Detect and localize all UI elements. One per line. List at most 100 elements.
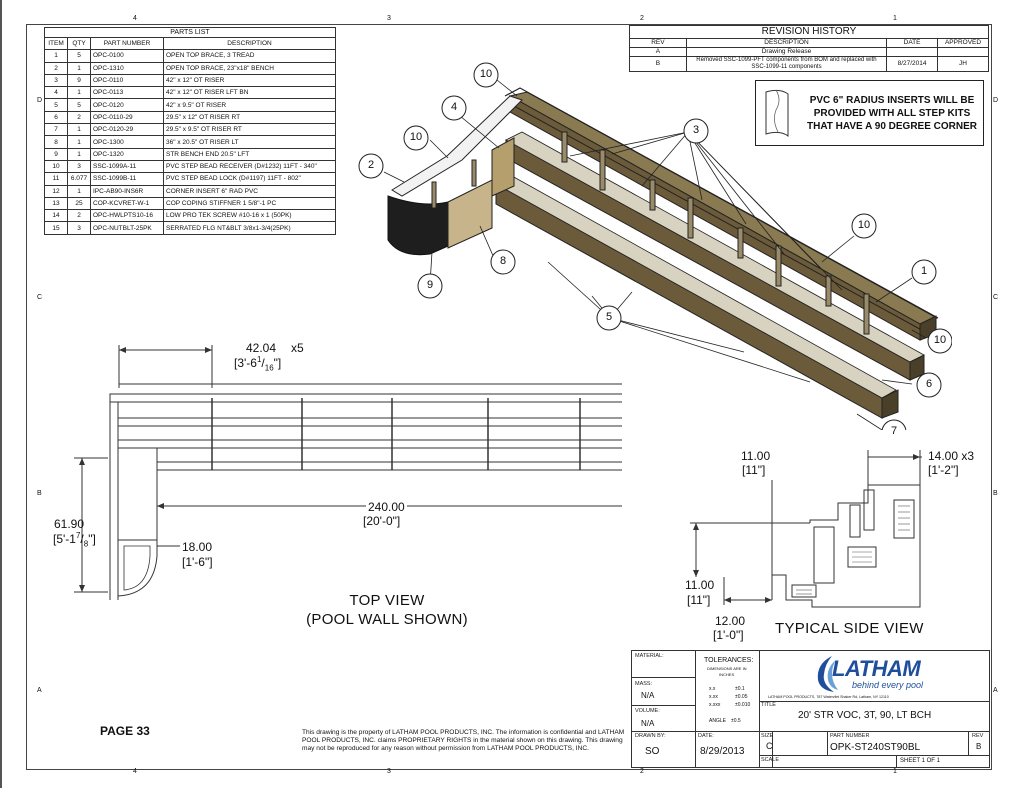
tol-xx-val: ±0.05 (735, 694, 748, 700)
parts-cell-part: OPC-0110-29 (90, 110, 164, 125)
tol-xxx: x.xxx (709, 702, 721, 708)
parts-cell-qty: 25 (67, 196, 91, 211)
zone-top-3: 3 (387, 15, 391, 22)
parts-cell-part: SSC-1099B-11 (90, 172, 164, 186)
dim-bench-imperial: [1'-6"] (182, 555, 213, 569)
date-label: DATE: (698, 733, 714, 739)
parts-list-table: PARTS LIST ITEM QTY PART NUMBER DESCRIPT… (44, 27, 336, 235)
parts-cell-qty: 9 (67, 73, 91, 88)
dim-depth-frac-den: 8 (83, 539, 89, 549)
top-view-subtitle: (POOL WALL SHOWN) (306, 611, 468, 628)
parts-cell-item: 4 (44, 86, 68, 100)
parts-cell-desc: STR BENCH END 20.5" LFT (163, 147, 336, 161)
disclaimer: This drawing is the property of LATHAM P… (302, 729, 625, 752)
dim-bench: 18.00 (182, 540, 213, 554)
tb-line (968, 731, 969, 756)
zone-bottom-1: 1 (893, 768, 897, 775)
parts-cell-item: 5 (44, 98, 68, 112)
parts-cell-qty: 1 (67, 61, 91, 75)
rev-header-rev: REV (629, 38, 687, 48)
title-label: TITLE (761, 702, 776, 708)
parts-cell-part: OPC-0100 (90, 49, 164, 63)
balloon-7: 7 (890, 425, 898, 437)
part-label: PART NUMBER (830, 733, 870, 739)
rev-b-desc: Removed SSC-1099-PFT components from BOM… (685, 56, 888, 72)
zone-left-c: C (37, 294, 43, 301)
balloon-4: 4 (450, 101, 458, 113)
side-dim-b-imperial: [1'-2"] (928, 463, 959, 477)
balloon-9: 9 (426, 279, 434, 291)
parts-cell-desc: OPEN TOP BRACE, 3 TREAD (163, 49, 336, 63)
dim-spacing-close: "] (273, 356, 282, 370)
parts-cell-item: 1 (44, 49, 68, 63)
tb-line (759, 755, 990, 756)
dim-depth-imp-text: [5'-1 (53, 532, 76, 546)
balloon-10-a: 10 (479, 68, 493, 80)
parts-cell-qty: 1 (67, 147, 91, 161)
isometric-assembly (358, 62, 952, 430)
tolerances-sub1: DIMENSIONS ARE IN (707, 666, 747, 671)
top-view-drawing (74, 345, 622, 600)
parts-cell-qty: 1 (67, 135, 91, 149)
parts-cell-qty: 2 (67, 110, 91, 125)
parts-cell-desc: 42" x 12" OT RISER LFT BN (163, 86, 336, 100)
zone-left-b: B (37, 490, 42, 497)
bench-top-coping (391, 95, 523, 197)
tol-angle: ANGLE (709, 718, 726, 724)
zone-bottom-3: 3 (387, 768, 391, 775)
zone-top-1: 1 (893, 15, 897, 22)
dim-spacing-imp-text: [3'-6 (234, 356, 257, 370)
riser-top-long (508, 91, 939, 325)
rev-a-desc: Drawing Release (685, 47, 888, 57)
tb-line (827, 731, 828, 756)
parts-cell-item: 14 (44, 209, 68, 223)
bench-curved-front (387, 195, 449, 256)
dim-length-imperial: [20'-0"] (363, 514, 401, 528)
drawn-value: SO (645, 746, 660, 757)
dim-spacing-frac-num: 1 (256, 355, 262, 364)
bench-end-panel (447, 179, 493, 249)
rev-b-approved: JH (937, 56, 989, 72)
parts-cell-part: OPC-1320 (90, 147, 164, 161)
bench-riser-left (491, 137, 515, 197)
balloon-5: 5 (605, 311, 613, 323)
tb-line (759, 701, 990, 702)
parts-cell-qty: 3 (67, 221, 91, 235)
dim-spacing-frac-den: 16 (264, 363, 274, 373)
rev-label: REV (972, 733, 984, 739)
mass-value: N/A (641, 691, 655, 700)
riser-end-cap (881, 389, 899, 419)
parts-cell-part: SSC-1099A-11 (90, 159, 164, 174)
logo-tagline: behind every pool (852, 680, 924, 690)
tb-line (632, 731, 990, 732)
balloon-2: 2 (367, 159, 375, 171)
side-dim-c: 11.00 (685, 578, 715, 592)
tol-xx: x.xx (709, 694, 718, 700)
side-dim-d-imperial: [1'-0"] (713, 628, 744, 642)
tol-x: x.x (709, 686, 716, 692)
address: LATHAM POOL PRODUCTS, 787 Watervliet Sha… (768, 695, 889, 699)
note-text: PVC 6" RADIUS INSERTS WILL BE PROVIDED W… (802, 94, 982, 133)
parts-cell-qty: 6.077 (67, 172, 91, 186)
zone-bottom-4: 4 (133, 768, 137, 775)
balloon-10-b: 10 (409, 131, 423, 143)
parts-cell-item: 6 (44, 110, 68, 125)
tb-line (759, 731, 760, 768)
tb-line (896, 755, 897, 768)
side-view-label: TYPICAL SIDE VIEW (775, 620, 924, 637)
side-dim-b: 14.00 x3 (928, 449, 975, 463)
parts-cell-part: OPC-HWLPTS10-16 (90, 209, 164, 223)
balloon-3: 3 (692, 124, 700, 136)
brace-ribs (431, 131, 870, 335)
parts-cell-desc: 29.5" x 12" OT RISER RT (163, 110, 336, 125)
parts-cell-part: OPC-0120-29 (90, 123, 164, 137)
